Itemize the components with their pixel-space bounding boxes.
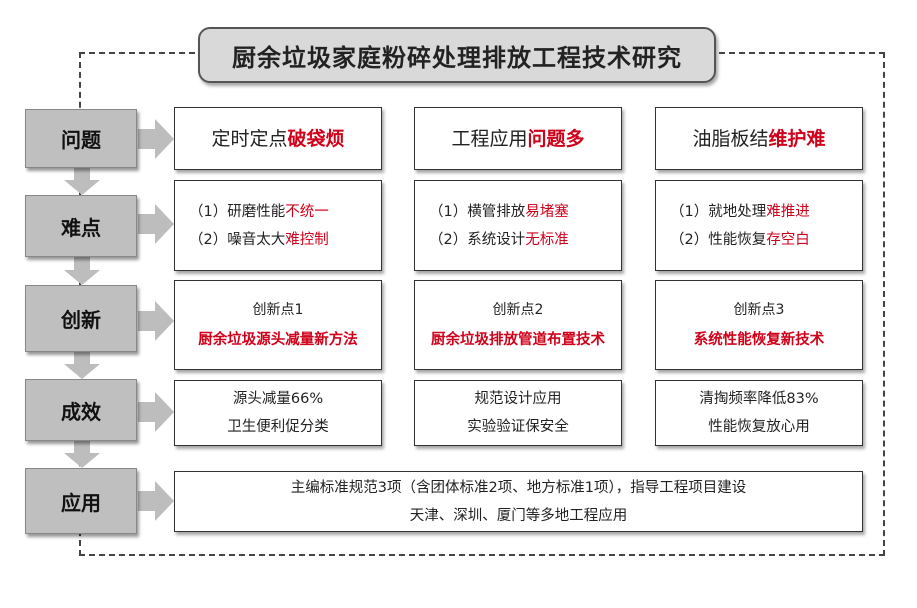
right-arrow xyxy=(138,301,174,341)
application-line: 主编标准规范3项（含团体标准2项、地方标准1项），指导工程项目建设 xyxy=(290,479,747,496)
effect-box-2: 规范设计应用 实验验证保安全 xyxy=(414,380,622,446)
problem-box-3: 油脂板结维护难 xyxy=(655,107,863,170)
difficulty-highlight: 无标准 xyxy=(525,231,569,248)
innovation-title: 厨余垃圾源头减量新方法 xyxy=(198,332,358,348)
difficulty-highlight: 存空白 xyxy=(766,231,810,248)
row-label-application: 应用 xyxy=(25,468,137,534)
difficulty-highlight: 不统一 xyxy=(285,203,329,220)
problem-box-1: 定时定点破袋烦 xyxy=(174,107,382,170)
effect-line: 清掏频率降低83% xyxy=(699,391,819,407)
row-label-difficulty: 难点 xyxy=(25,195,137,257)
application-box: 主编标准规范3项（含团体标准2项、地方标准1项），指导工程项目建设 天津、深圳、… xyxy=(174,471,863,532)
difficulty-highlight: 难控制 xyxy=(285,231,329,248)
difficulty-text: （2）噪音太大 xyxy=(189,231,286,248)
row-label-effect: 成效 xyxy=(25,379,137,441)
effect-line: 实验验证保安全 xyxy=(467,419,569,435)
right-arrow xyxy=(138,119,174,159)
row-label-innovation: 创新 xyxy=(25,285,137,352)
innovation-subtitle: 创新点3 xyxy=(733,302,785,318)
effect-line: 规范设计应用 xyxy=(474,391,562,407)
right-arrow xyxy=(138,392,174,432)
row-label-problem: 问题 xyxy=(25,109,137,168)
application-line: 天津、深圳、厦门等多地工程应用 xyxy=(409,507,628,524)
effect-line: 性能恢复放心用 xyxy=(708,419,810,435)
innovation-box-2: 创新点2 厨余垃圾排放管道布置技术 xyxy=(414,280,622,370)
difficulty-box-3: （1）就地处理难推进 （2）性能恢复存空白 xyxy=(655,180,863,271)
difficulty-text: （1）横管排放 xyxy=(429,203,526,220)
effect-line: 卫生便利促分类 xyxy=(227,419,329,435)
down-arrow xyxy=(64,257,100,285)
problem-text: 定时定点 xyxy=(211,127,288,150)
difficulty-box-2: （1）横管排放易堵塞 （2）系统设计无标准 xyxy=(414,180,622,271)
diagram-title: 厨余垃圾家庭粉碎处理排放工程技术研究 xyxy=(198,27,716,83)
problem-highlight: 问题多 xyxy=(527,127,585,150)
problem-text: 工程应用 xyxy=(451,127,528,150)
problem-text: 油脂板结 xyxy=(692,127,769,150)
down-arrow xyxy=(64,352,100,379)
right-arrow xyxy=(138,481,174,521)
difficulty-text: （1）就地处理 xyxy=(670,203,767,220)
difficulty-highlight: 易堵塞 xyxy=(525,203,569,220)
right-arrow xyxy=(138,204,174,244)
innovation-title: 厨余垃圾排放管道布置技术 xyxy=(431,332,605,348)
innovation-subtitle: 创新点1 xyxy=(252,302,304,318)
difficulty-text: （2）系统设计 xyxy=(429,231,526,248)
difficulty-text: （2）性能恢复 xyxy=(670,231,767,248)
effect-line: 源头减量66% xyxy=(232,391,324,407)
down-arrow xyxy=(64,168,100,195)
problem-highlight: 维护难 xyxy=(768,127,826,150)
innovation-title: 系统性能恢复新技术 xyxy=(693,332,825,348)
difficulty-highlight: 难推进 xyxy=(766,203,810,220)
innovation-box-1: 创新点1 厨余垃圾源头减量新方法 xyxy=(174,280,382,370)
problem-highlight: 破袋烦 xyxy=(287,127,345,150)
down-arrow xyxy=(64,441,100,468)
effect-box-3: 清掏频率降低83% 性能恢复放心用 xyxy=(655,380,863,446)
innovation-subtitle: 创新点2 xyxy=(492,302,544,318)
problem-box-2: 工程应用问题多 xyxy=(414,107,622,170)
effect-box-1: 源头减量66% 卫生便利促分类 xyxy=(174,380,382,446)
difficulty-box-1: （1）研磨性能不统一 （2）噪音太大难控制 xyxy=(174,180,382,271)
difficulty-text: （1）研磨性能 xyxy=(189,203,286,220)
innovation-box-3: 创新点3 系统性能恢复新技术 xyxy=(655,280,863,370)
